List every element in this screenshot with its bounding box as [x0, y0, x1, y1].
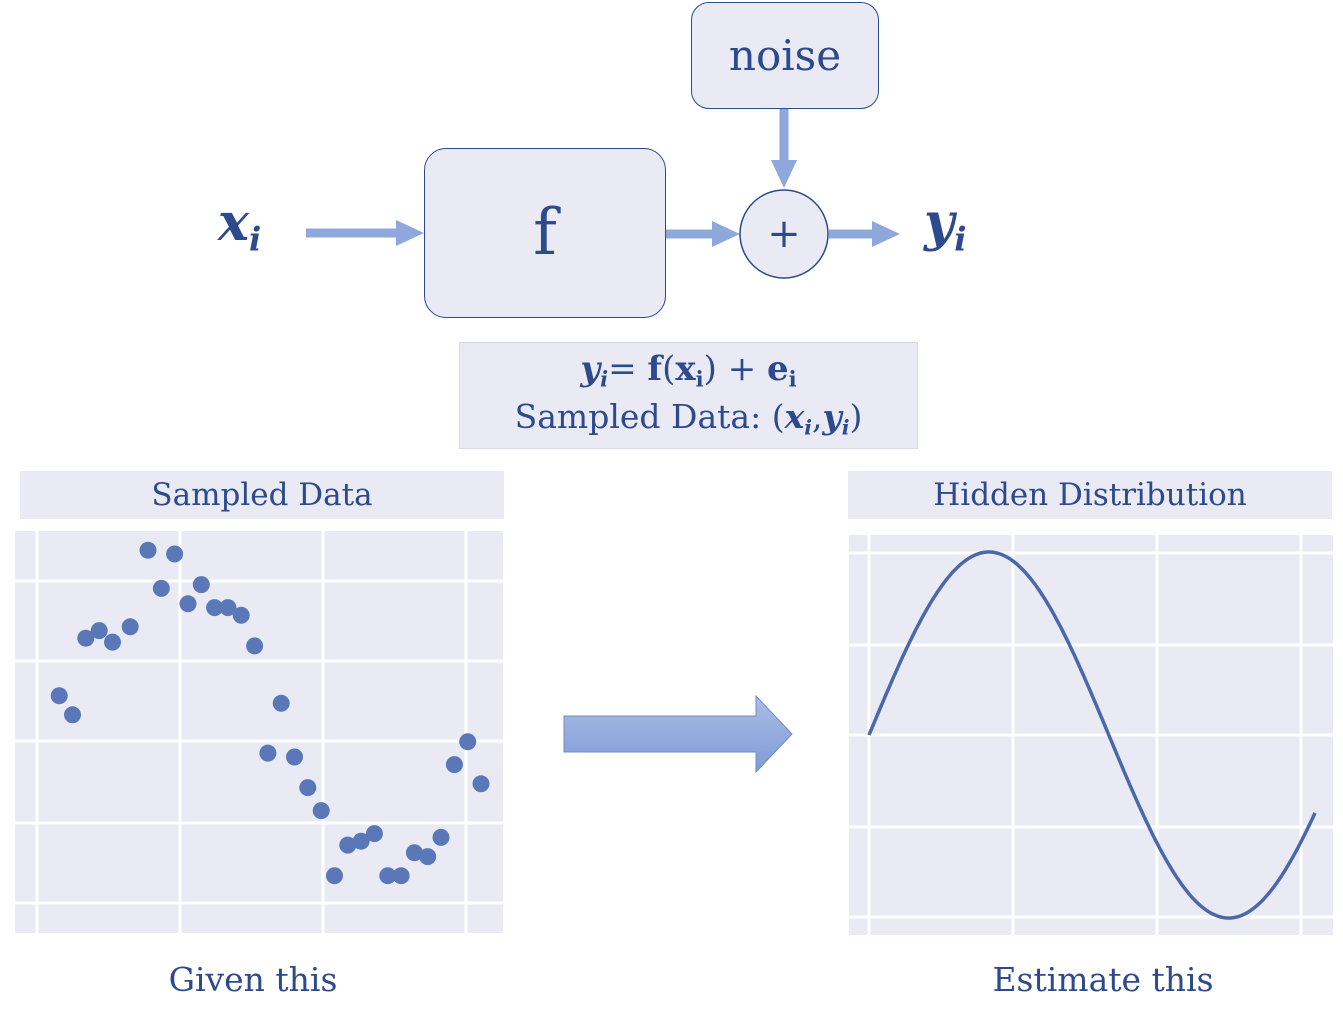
data-point — [104, 633, 121, 651]
data-point — [206, 599, 224, 617]
sampled-data-line: Sampled Data: (xi,yi) — [460, 397, 917, 440]
data-point — [179, 595, 197, 613]
data-point — [272, 694, 290, 712]
pair-x: x — [784, 397, 805, 436]
data-point — [232, 606, 250, 624]
eq-e-sub: i — [788, 366, 797, 392]
signal-flow-diagram — [306, 108, 900, 279]
arrow-input-to-f — [306, 220, 424, 246]
eq-equals: = — [608, 349, 637, 389]
right-caption: Estimate this — [870, 960, 1336, 999]
data-point — [64, 706, 81, 724]
data-point — [299, 779, 317, 797]
pair-comma: , — [812, 397, 823, 436]
data-point — [326, 867, 343, 885]
data-point — [50, 687, 68, 705]
left-title-text: Sampled Data — [151, 477, 373, 513]
data-point — [152, 579, 170, 597]
data-point — [352, 832, 370, 850]
output-variable: yi — [924, 192, 966, 258]
function-box: f — [424, 148, 666, 318]
sine-curve — [867, 550, 1317, 920]
data-point — [139, 541, 157, 559]
data-point — [246, 637, 264, 655]
eq-f: f — [647, 349, 663, 389]
right-caption-text: Estimate this — [992, 960, 1214, 999]
pair-open: ( — [771, 397, 785, 436]
input-var: x — [218, 192, 250, 253]
data-point — [445, 756, 463, 774]
right-panel-title: Hidden Distribution — [848, 471, 1332, 519]
data-point — [312, 802, 330, 820]
data-point — [459, 733, 477, 751]
pair-close: ) — [849, 397, 863, 436]
input-sub: i — [249, 220, 262, 259]
sum-symbol: + — [740, 190, 828, 278]
noise-box: noise — [691, 2, 879, 109]
data-point — [77, 629, 95, 647]
data-point — [472, 775, 490, 793]
eq-y: y — [580, 349, 601, 389]
hidden-distribution-curve — [849, 535, 1333, 935]
data-point — [419, 848, 437, 866]
data-point — [405, 844, 423, 862]
eq-x-sub: i — [695, 366, 704, 392]
output-var: y — [924, 192, 955, 253]
sampled-data-scatter — [15, 531, 503, 933]
data-point — [286, 748, 303, 766]
left-panel-title: Sampled Data — [20, 471, 504, 519]
data-point — [192, 576, 210, 594]
data-point — [392, 867, 410, 885]
sampled-label: Sampled Data: — [514, 397, 762, 436]
left-caption: Given this — [20, 960, 486, 999]
data-point — [121, 618, 139, 636]
left-caption-text: Given this — [168, 960, 338, 999]
transform-arrow — [563, 694, 793, 774]
data-point — [365, 825, 383, 843]
equation-box: yi= f(xi) + ei Sampled Data: (xi,yi) — [459, 342, 918, 449]
function-label: f — [533, 196, 557, 270]
equation-line: yi= f(xi) + ei — [460, 349, 917, 392]
noise-label: noise — [728, 31, 842, 80]
eq-y-sub: i — [600, 366, 609, 392]
eq-plus: + — [727, 349, 757, 389]
data-point — [166, 545, 184, 563]
eq-x: x — [675, 349, 696, 389]
data-point — [339, 836, 357, 854]
eq-rparen: ) — [703, 349, 717, 389]
pair-y: y — [822, 397, 842, 436]
data-point — [259, 744, 277, 762]
sum-junction — [739, 189, 829, 279]
eq-lparen: ( — [662, 349, 676, 389]
pair-x-sub: i — [804, 415, 813, 440]
eq-e: e — [767, 349, 789, 389]
data-point — [432, 828, 450, 846]
data-point — [219, 599, 237, 617]
arrow-sum-to-output — [829, 221, 900, 247]
input-variable: xi — [218, 192, 261, 258]
data-point — [90, 622, 108, 640]
arrow-f-to-sum — [665, 221, 740, 247]
arrow-noise-to-sum — [771, 108, 797, 188]
output-sub: i — [954, 220, 967, 259]
data-point — [379, 867, 397, 885]
pair-y-sub: i — [841, 415, 850, 440]
right-title-text: Hidden Distribution — [933, 477, 1247, 513]
plus-symbol: + — [767, 211, 801, 257]
